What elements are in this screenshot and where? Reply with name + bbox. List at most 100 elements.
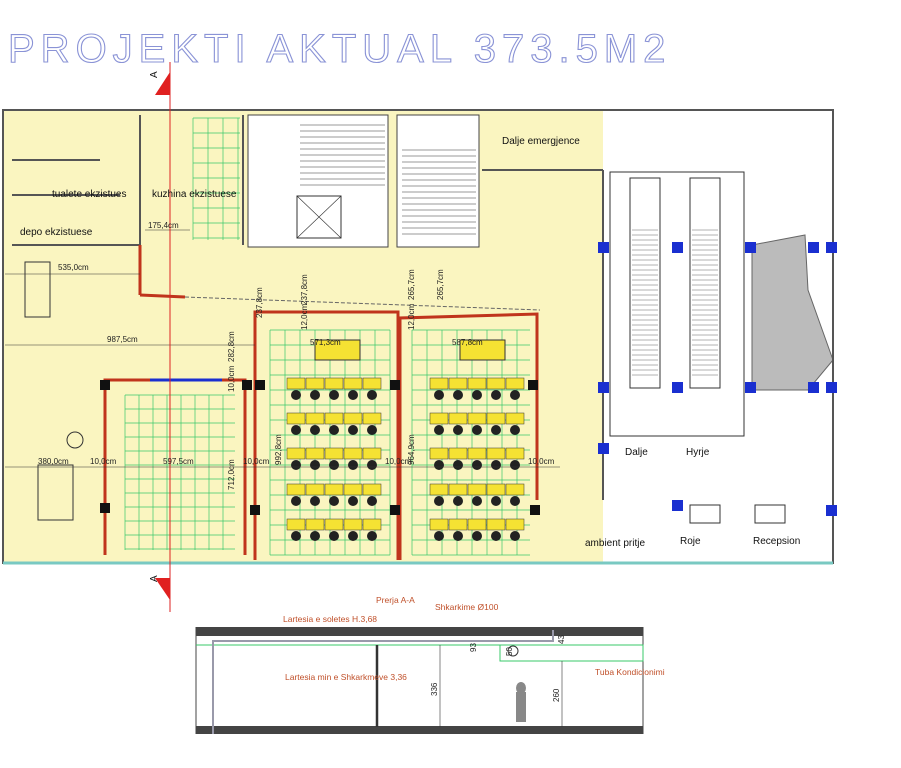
chair bbox=[291, 390, 301, 400]
chair bbox=[329, 390, 339, 400]
chair bbox=[453, 496, 463, 506]
student-desk bbox=[429, 483, 449, 496]
chair bbox=[329, 531, 339, 541]
chair bbox=[367, 460, 377, 470]
escalator-steps bbox=[632, 229, 718, 376]
column bbox=[826, 242, 837, 253]
chair bbox=[510, 390, 520, 400]
chair bbox=[491, 531, 501, 541]
dimension-label: 43 bbox=[557, 635, 566, 644]
student-desk bbox=[324, 483, 344, 496]
student-desk bbox=[305, 518, 325, 531]
label-waiting-area: ambient pritje bbox=[585, 538, 645, 549]
chair bbox=[491, 460, 501, 470]
chair bbox=[367, 390, 377, 400]
chair bbox=[367, 531, 377, 541]
section-marker-bottom: A bbox=[149, 575, 160, 582]
column bbox=[598, 242, 609, 253]
student-desk bbox=[486, 412, 506, 425]
chair bbox=[348, 460, 358, 470]
stairwell-2 bbox=[396, 114, 480, 248]
section-title: Prerja A-A bbox=[376, 595, 415, 605]
chair bbox=[348, 531, 358, 541]
human-figure bbox=[516, 682, 526, 694]
teacher-desk bbox=[459, 339, 506, 361]
label-emergency-exit: Dalje emergjence bbox=[502, 136, 580, 147]
chair bbox=[491, 496, 501, 506]
student-desk bbox=[505, 483, 525, 496]
student-desk bbox=[343, 412, 363, 425]
ping-pong-table bbox=[37, 464, 74, 521]
student-desk bbox=[505, 412, 525, 425]
chair bbox=[472, 460, 482, 470]
student-desk bbox=[467, 518, 487, 531]
student-desk bbox=[429, 518, 449, 531]
student-desk bbox=[362, 377, 382, 390]
chair bbox=[491, 390, 501, 400]
dimension-label: 10,0cm bbox=[385, 457, 412, 466]
drawing-title: PROJEKTI AKTUAL 373.5M2 bbox=[8, 27, 671, 71]
chair bbox=[348, 425, 358, 435]
student-desk bbox=[343, 377, 363, 390]
dimension-label: 10,0cm bbox=[243, 457, 270, 466]
student-desk bbox=[343, 518, 363, 531]
student-desk bbox=[343, 483, 363, 496]
student-desk bbox=[305, 447, 325, 460]
dimension-label: Lartesia min e Shkarkmeve 3,36 bbox=[285, 672, 407, 682]
student-desk bbox=[429, 412, 449, 425]
chair bbox=[291, 460, 301, 470]
student-desk bbox=[467, 377, 487, 390]
student-desk bbox=[505, 447, 525, 460]
dimension-label: 712,0cm bbox=[227, 459, 236, 490]
column bbox=[255, 380, 265, 390]
dimension-label: 10,0cm bbox=[528, 457, 555, 466]
chair bbox=[348, 390, 358, 400]
label-exit: Dalje bbox=[625, 447, 648, 458]
student-desk bbox=[486, 447, 506, 460]
stairs bbox=[300, 124, 476, 235]
chair bbox=[510, 496, 520, 506]
teacher-desk bbox=[314, 339, 361, 361]
chair bbox=[310, 531, 320, 541]
dimension-label: 237,8cm bbox=[300, 274, 309, 305]
student-desk bbox=[486, 518, 506, 531]
student-desk bbox=[362, 447, 382, 460]
student-desk bbox=[324, 518, 344, 531]
student-desk bbox=[324, 412, 344, 425]
chair bbox=[510, 425, 520, 435]
chair bbox=[472, 531, 482, 541]
dimension-labels: 175,4cm 535,0cm 987,5cm 237,8cm 237,8cm … bbox=[38, 221, 555, 490]
chair bbox=[472, 425, 482, 435]
dimension-label: 964,9cm bbox=[407, 434, 416, 465]
column bbox=[598, 443, 609, 454]
column bbox=[808, 382, 819, 393]
dimension-label: 987,5cm bbox=[107, 335, 138, 344]
escalator-area bbox=[609, 171, 745, 437]
student-desk bbox=[362, 483, 382, 496]
student-desk bbox=[286, 483, 306, 496]
chair bbox=[434, 460, 444, 470]
chair bbox=[367, 425, 377, 435]
dimension-label: 12,0cm bbox=[407, 303, 416, 330]
student-desk bbox=[448, 377, 468, 390]
dimension-label: 237,8cm bbox=[255, 287, 264, 318]
desk-rows bbox=[286, 377, 525, 541]
chair bbox=[329, 496, 339, 506]
student-desk bbox=[362, 412, 382, 425]
dimension-label: 260 bbox=[552, 688, 561, 702]
column bbox=[672, 500, 683, 511]
guard-desk bbox=[689, 504, 721, 524]
chair bbox=[472, 496, 482, 506]
student-desk bbox=[305, 377, 325, 390]
student-desk bbox=[467, 483, 487, 496]
chair bbox=[453, 390, 463, 400]
dimension-label: 175,4cm bbox=[148, 221, 179, 230]
section-line-a: A A bbox=[149, 62, 171, 612]
label-toilets: tualete ekzistues bbox=[52, 189, 127, 200]
column bbox=[745, 382, 756, 393]
student-desk bbox=[324, 447, 344, 460]
reception-desk bbox=[754, 504, 786, 524]
chair bbox=[510, 460, 520, 470]
dimension-label: 282,8cm bbox=[227, 331, 236, 362]
column bbox=[672, 382, 683, 393]
